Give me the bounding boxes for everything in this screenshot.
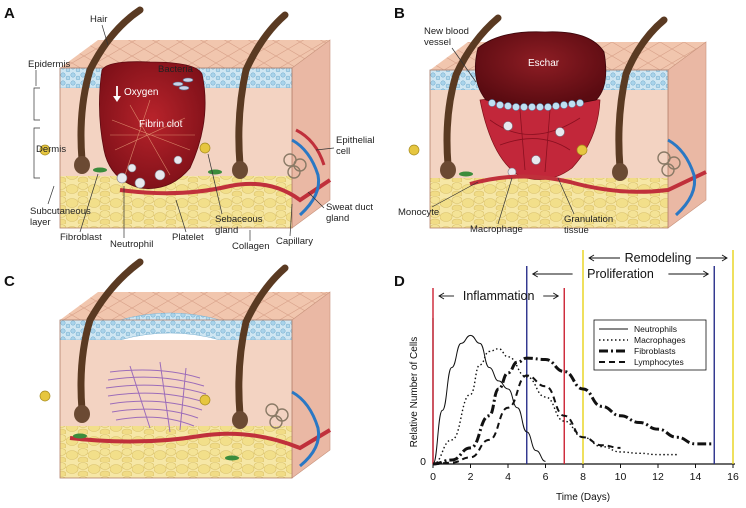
cell-population-chart: Inflammation Proliferation Remodeling 0 2 4 6 8… [409,250,739,503]
series-line-fibroblasts [432,356,715,466]
label-granulation-2: tissue [564,225,589,236]
label-oxygen: Oxygen [124,87,158,98]
label-subcutaneous-2: layer [30,217,51,228]
label-sweat-2: gland [326,213,349,224]
label-new-blood-2: vessel [424,37,451,48]
label-dermis: Dermis [36,144,66,155]
x-axis-label: Time (Days) [556,492,610,503]
panel-label-a: A [4,5,15,22]
label-bacteria: Bacteria [158,64,194,75]
label-macrophage: Macrophage [470,224,523,235]
arrowhead-right [553,292,560,300]
label-monocyte: Monocyte [398,207,439,218]
x-tick-label: 10 [615,471,627,483]
arrowhead-left [531,270,538,278]
arrowhead-right [721,254,728,262]
x-tick-label: 2 [468,471,474,483]
x-tick-label: 12 [652,471,664,483]
y-axis-label: Relative Number of Cells [409,337,420,448]
x-tick-label: 0 [430,471,436,483]
label-fibroblast: Fibroblast [60,232,102,243]
label-collagen: Collagen [232,241,270,252]
label-sebaceous-2: gland [215,225,238,236]
label-granulation-1: Granulation [564,214,613,225]
legend-label-fibroblasts: Fibroblasts [634,346,676,356]
label-sweat-1: Sweat duct [326,202,373,213]
x-tick-label: 8 [580,471,586,483]
arrowhead-left [438,292,445,300]
label-epithelial-2: cell [336,146,350,157]
series-line-lymphocytes [432,374,621,465]
panel-c-illustration [39,258,332,479]
arrowhead-right [703,270,710,278]
legend-label-lymphocytes: Lymphocytes [634,357,684,367]
panel-label-c: C [4,273,15,290]
label-sebaceous-1: Sebaceous [215,214,263,225]
series-line-neutrophils [432,334,546,465]
x-tick-label: 14 [690,471,702,483]
panel-label-b: B [394,5,405,22]
panel-a-illustration [33,6,332,229]
label-neutrophil: Neutrophil [110,239,153,250]
panel-b-illustration [408,14,707,229]
label-epidermis: Epidermis [28,59,70,70]
arrowhead-left [588,254,595,262]
label-hair: Hair [90,14,107,25]
label-platelet: Platelet [172,232,204,243]
phase-label-remodeling: Remodeling [625,251,692,265]
label-fibrin-clot: Fibrin clot [139,119,183,130]
x-tick-label: 6 [543,471,549,483]
x-tick-label: 4 [505,471,511,483]
phase-label-inflammation: Inflammation [463,289,535,303]
label-eschar: Eschar [528,58,560,69]
x-tick-label: 16 [727,471,739,483]
series-line-macrophages [432,348,677,465]
label-epithelial-1: Epithelial [336,135,375,146]
y-tick-label: 0 [420,456,426,468]
label-capillary: Capillary [276,236,313,247]
legend-label-neutrophils: Neutrophils [634,324,677,334]
label-subcutaneous-1: Subcutaneous [30,206,91,217]
panel-label-d: D [394,273,405,290]
label-new-blood-1: New blood [424,26,469,37]
legend-label-macrophages: Macrophages [634,335,686,345]
phase-label-proliferation: Proliferation [587,267,654,281]
